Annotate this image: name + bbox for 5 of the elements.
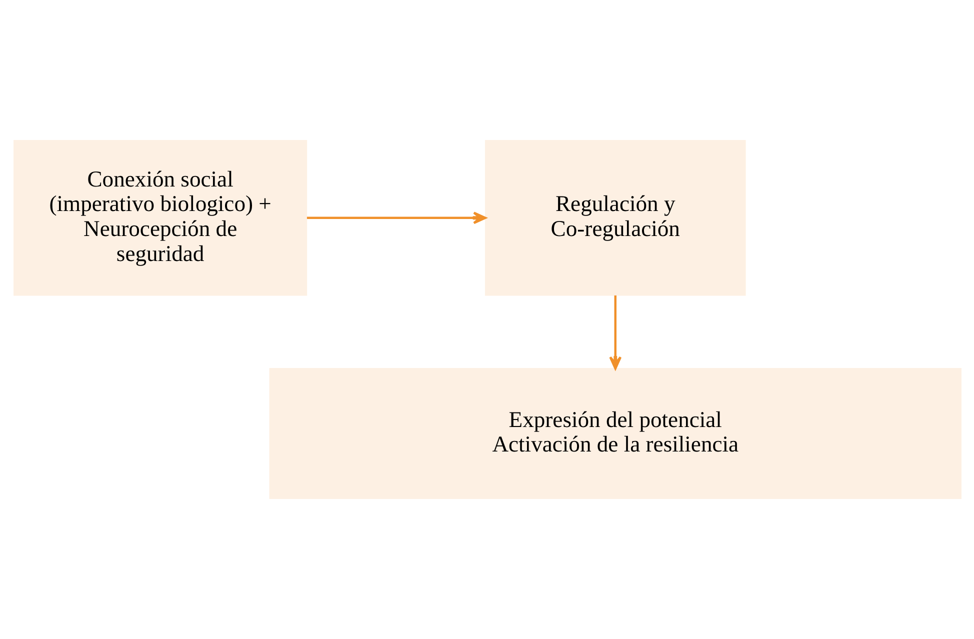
arrow <box>608 295 622 370</box>
node-box: Regulación y Co-regulación <box>484 140 746 296</box>
arrow <box>306 212 486 224</box>
node-box: Expresión del potencial Activación de la resiliencia <box>268 368 961 500</box>
node-box: Conexión social (imperativo biologico) + Neurocepción de seguridad <box>13 140 307 296</box>
